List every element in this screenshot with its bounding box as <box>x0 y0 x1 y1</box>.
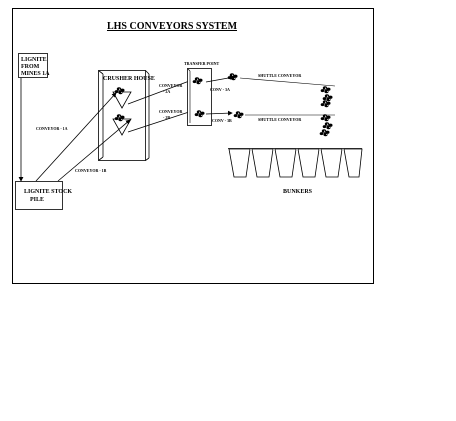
conveyor-2a-label-1: CONVEYOR <box>159 83 182 88</box>
diagram-title: LHS CONVEYORS SYSTEM <box>107 21 238 32</box>
crusher-house <box>98 70 150 161</box>
stock-pile-label-1: LIGNITE STOCK <box>24 189 72 195</box>
shuttle-conveyor-top-label: SHUTTLE CONVEYOR <box>258 73 301 78</box>
source-box <box>18 53 48 78</box>
transfer-point-label: TRANSFER POINT <box>184 61 220 66</box>
conveyor-1b-label: CONVEYOR - 1B <box>75 168 107 173</box>
conveyor-1b-line <box>57 119 131 182</box>
conveyor-2b-line <box>127 109 193 133</box>
bunkers <box>228 148 363 178</box>
source-label-2: FROM <box>21 64 40 70</box>
conveyor-3a-label: CONV - 3A <box>210 87 230 92</box>
conveyor-2b-label-2: - 2B <box>163 115 170 120</box>
conveyor-1a-line <box>35 92 117 182</box>
conveyor-3b-line <box>205 110 233 116</box>
stock-pile-box <box>15 181 63 210</box>
source-label-1: LIGNITE <box>21 57 47 63</box>
conveyor-1a-label: CONVEYOR - 1A <box>36 126 68 131</box>
conveyor-2a-label-2: - 2A <box>163 89 170 94</box>
shuttle-conveyor-top-line <box>239 77 336 87</box>
conveyor-3b-label: CONV - 3B <box>212 118 232 123</box>
diagram-border <box>12 8 374 284</box>
shuttle-conveyor-bottom-label: SHUTTLE CONVEYOR <box>258 117 301 122</box>
bunkers-label: BUNKERS <box>283 189 313 195</box>
crusher-house-label: CRUSHER HOUSE <box>103 76 155 82</box>
stock-pile-label-2: PILE <box>30 197 44 203</box>
conveyor-2b-label-1: CONVEYOR <box>159 109 182 114</box>
conveyor-2a-line <box>127 79 193 105</box>
source-label-3: MINES 1A <box>21 71 50 77</box>
crusher-top-icon <box>112 87 132 109</box>
